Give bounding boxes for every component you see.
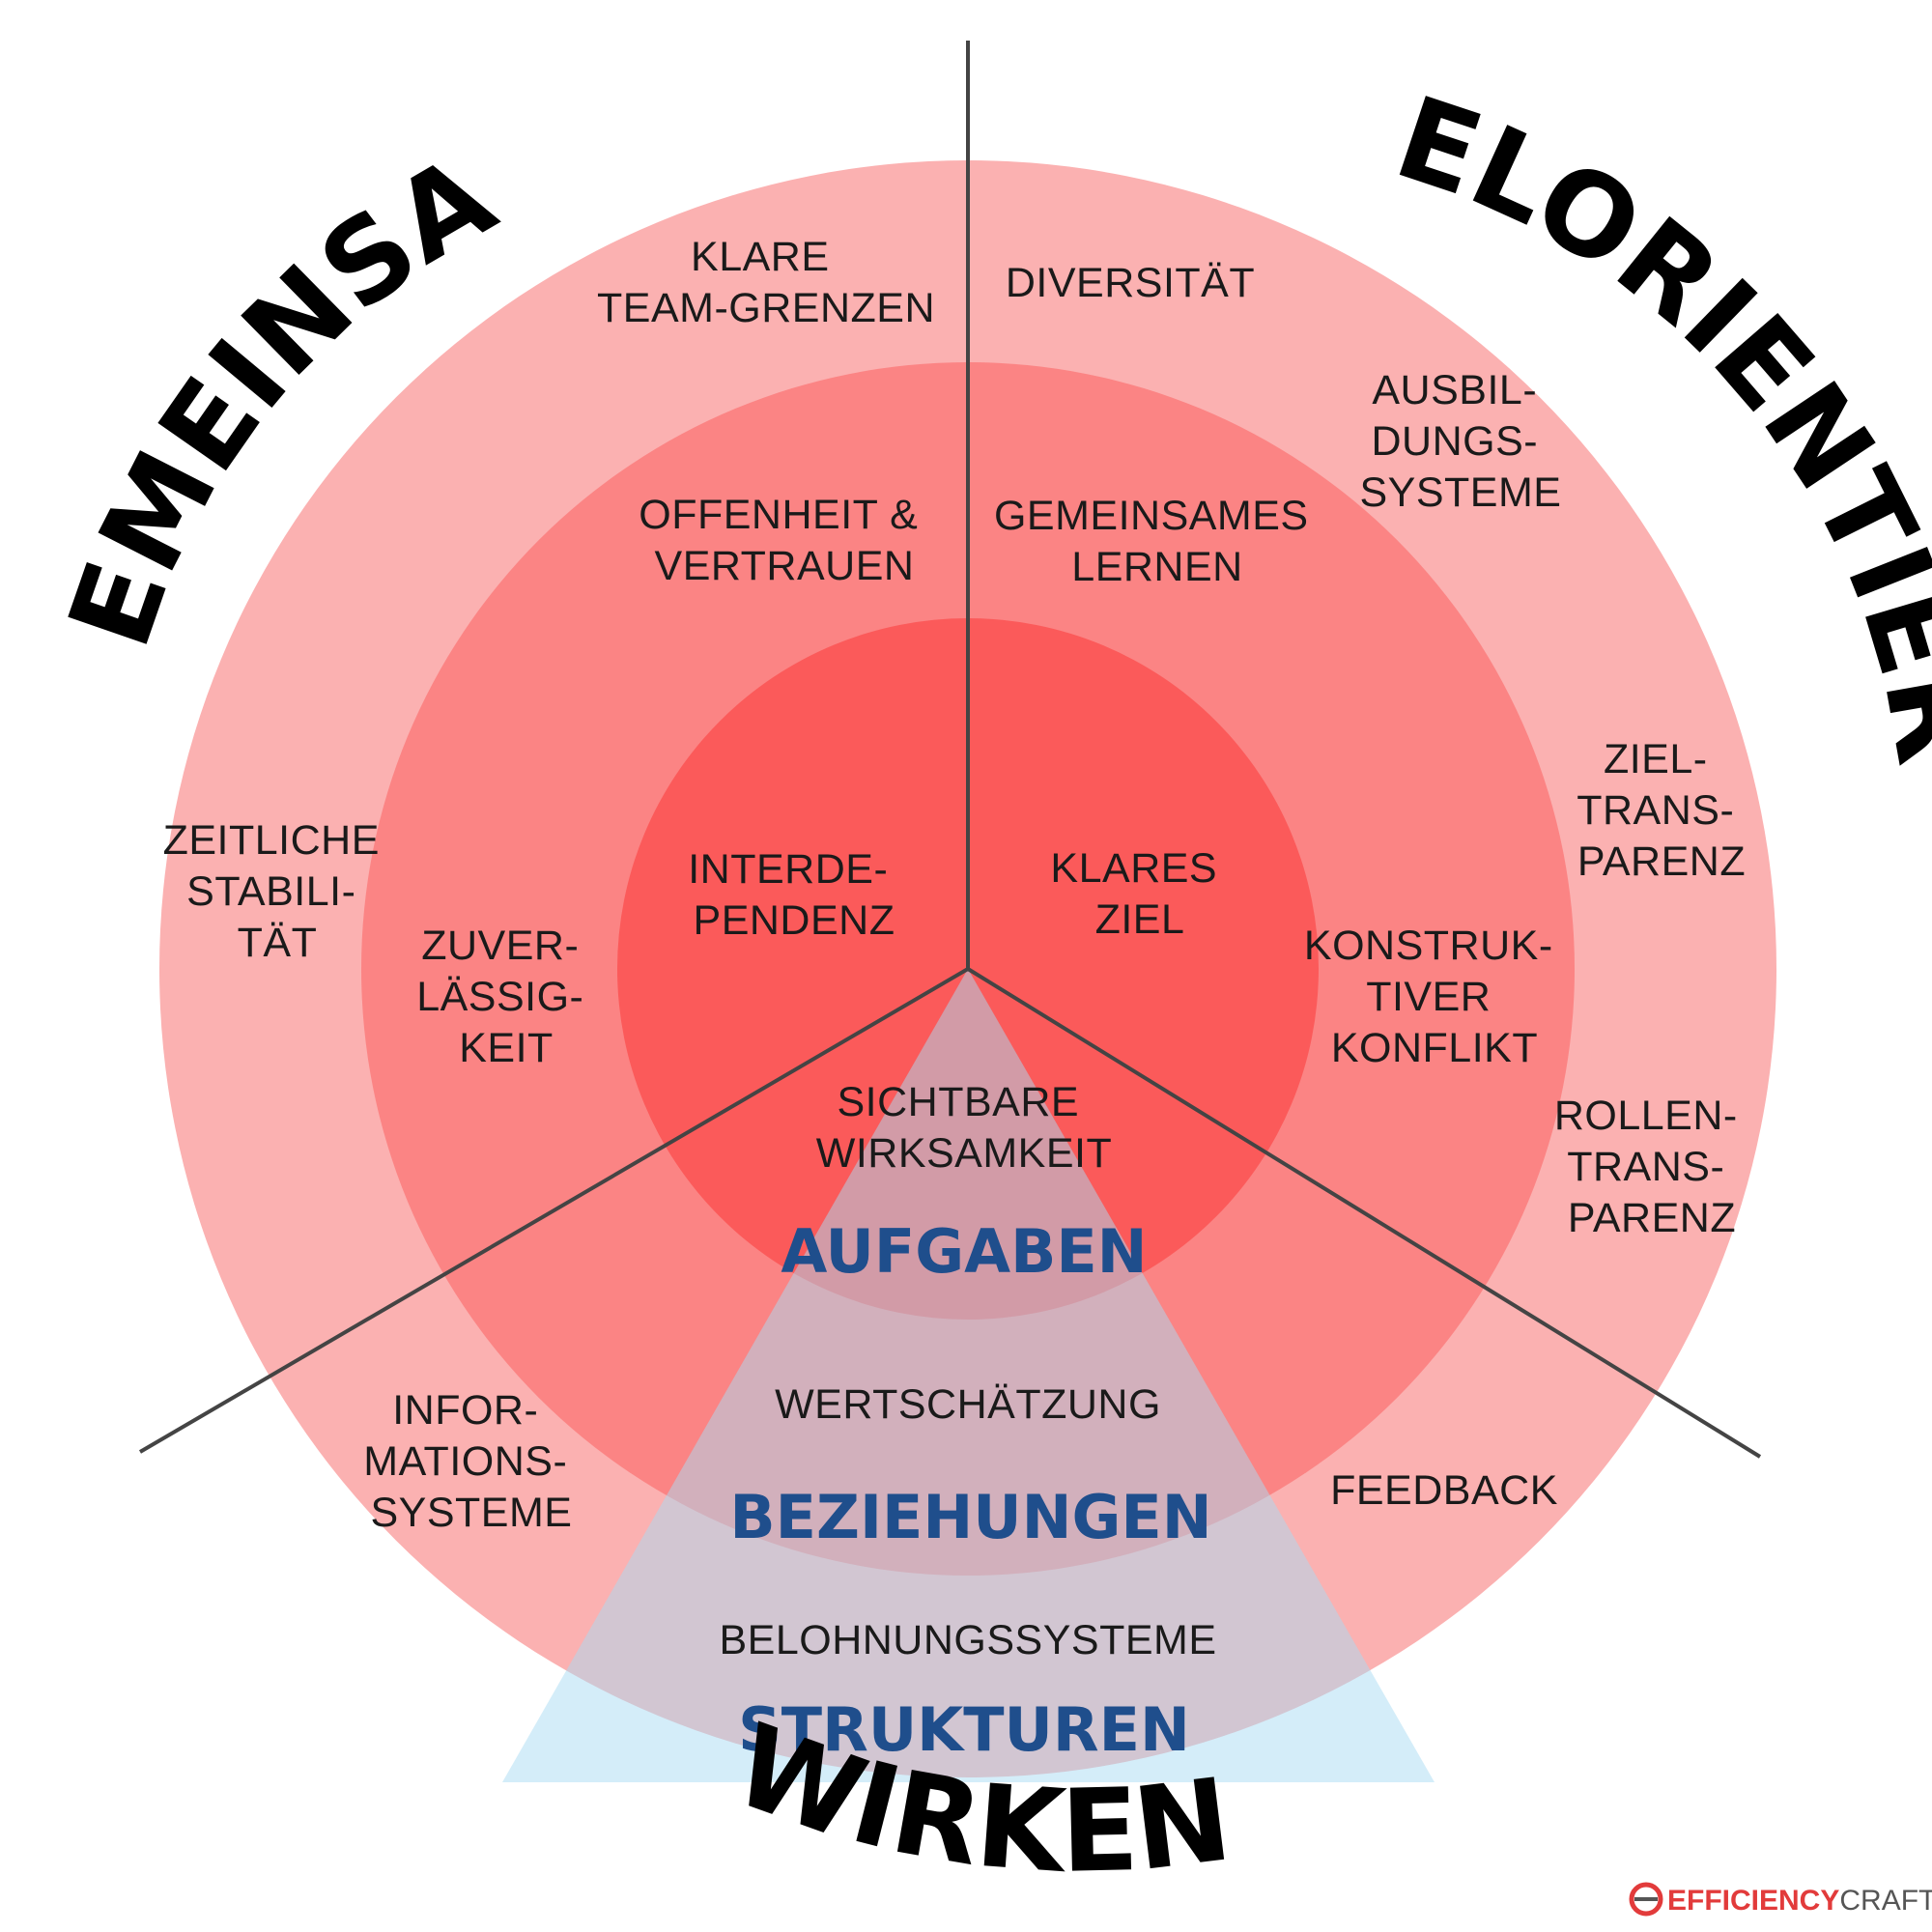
label-belohnungssysteme: BELOHNUNGSSYSTEME — [719, 1617, 1216, 1663]
wirken-triangle — [502, 969, 1435, 1782]
category-strukturen: STRUKTUREN — [738, 1694, 1190, 1765]
label-rollentransparenz: ROLLEN- TRANS- PARENZ — [1554, 1093, 1749, 1241]
label-wertschaetzung: WERTSCHÄTZUNG — [775, 1381, 1161, 1428]
divider-right — [966, 967, 1762, 1459]
label-offenheit-vertrauen: OFFENHEIT & VERTRAUEN — [639, 492, 929, 589]
label-feedback: FEEDBACK — [1330, 1467, 1558, 1514]
label-zeitliche-stabilitaet: ZEITLICHE STABILI- TÄT — [163, 817, 392, 966]
label-ausbildungssysteme: AUSBIL- DUNGS- SYSTEME — [1360, 367, 1562, 516]
divider-left — [138, 967, 970, 1454]
label-informationssysteme: INFOR- MATIONS- SYSTEME — [363, 1387, 579, 1536]
label-team-grenzen: KLARE TEAM-GRENZEN — [597, 234, 935, 331]
category-aufgaben: AUFGABEN — [781, 1216, 1147, 1287]
logo-icon — [1629, 1882, 1663, 1917]
logo-text: EFFICIENCYCRAFTER — [1667, 1885, 1932, 1917]
label-klares-ziel: KLARES ZIEL — [1050, 845, 1229, 943]
label-gemeinsames-lernen: GEMEINSAMES LERNEN — [994, 493, 1321, 590]
label-sichtbare-wirksamkeit: SICHTBARE WIRKSAMKEIT — [816, 1079, 1113, 1177]
efficiencycrafter-logo: EFFICIENCYCRAFTER — [1629, 1882, 1932, 1917]
category-beziehungen: BEZIEHUNGEN — [729, 1482, 1211, 1552]
label-zuverlaessigkeit: ZUVER- LÄSSIG- KEIT — [416, 923, 596, 1071]
label-zieltransparenz: ZIEL- TRANS- PARENZ — [1577, 736, 1747, 885]
label-diversitaet: DIVERSITÄT — [1006, 260, 1255, 306]
label-konstruktiver-konflikt: KONSTRUK- TIVER KONFLIKT — [1304, 923, 1565, 1071]
label-interdependenz: INTERDE- PENDENZ — [688, 846, 900, 944]
